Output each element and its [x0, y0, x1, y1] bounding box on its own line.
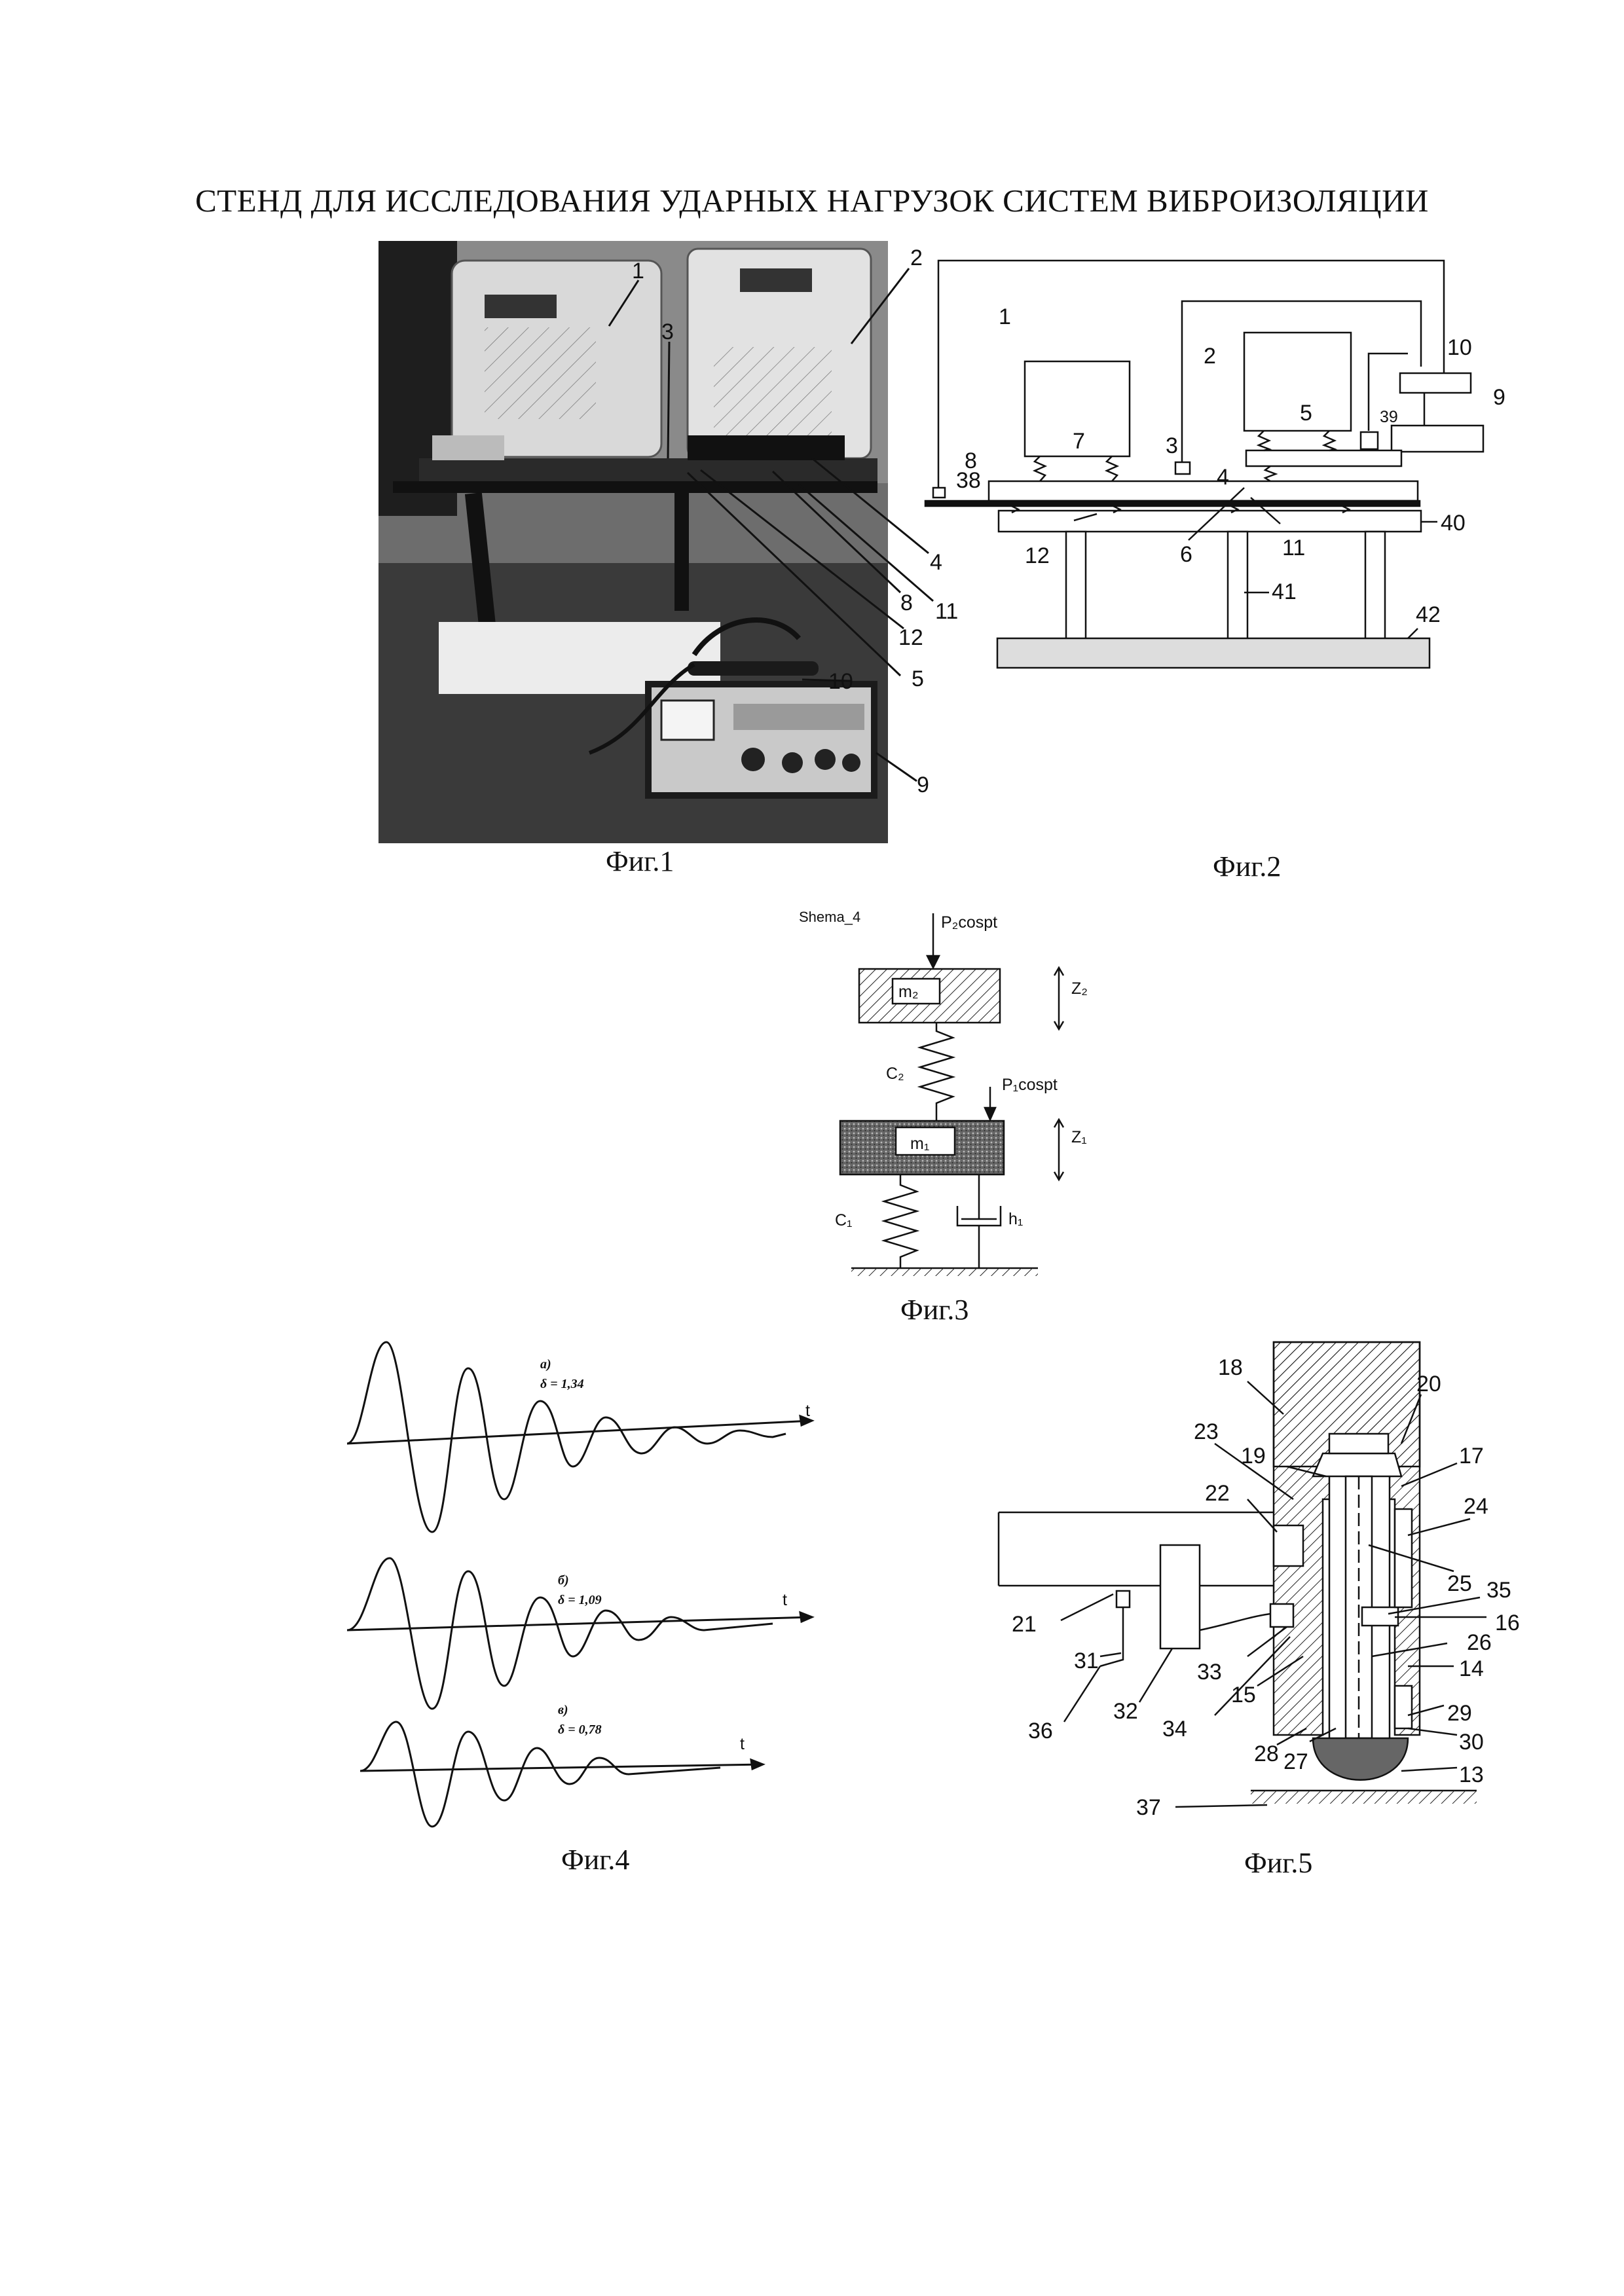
fig2-label: 5 — [1300, 401, 1312, 426]
fig5-label: 14 — [1459, 1656, 1484, 1681]
fig3-scheme — [839, 913, 1065, 1276]
fig5-label: 23 — [1194, 1419, 1219, 1444]
fig2-label: 38 — [956, 468, 981, 493]
fig2-label: 40 — [1441, 511, 1466, 536]
fig1-label: 2 — [910, 246, 923, 270]
fig1-label: 9 — [917, 773, 929, 797]
fig2-label: 1 — [999, 304, 1011, 329]
fig5-label: 22 — [1205, 1481, 1230, 1506]
fig2-label: 12 — [1025, 543, 1050, 568]
fig1-label: 3 — [661, 319, 674, 344]
fig4-tag-a: а) — [540, 1357, 551, 1372]
fig3-z1: Z₁ — [1071, 1128, 1087, 1146]
fig5-label: 34 — [1162, 1717, 1187, 1741]
fig3-m2: m₂ — [898, 983, 919, 1001]
fig2-label: 2 — [1204, 344, 1216, 369]
fig2-label: 41 — [1272, 579, 1297, 604]
fig2-caption: Фиг.2 — [1213, 850, 1282, 883]
fig1-label: 12 — [898, 625, 923, 650]
fig1-label: 4 — [930, 550, 942, 575]
fig2-label: 10 — [1447, 335, 1472, 360]
fig3-m1: m₁ — [910, 1135, 929, 1153]
fig2-schematic — [924, 259, 1485, 669]
fig5-label: 16 — [1495, 1611, 1520, 1635]
fig4-delta-c: δ = 0,78 — [558, 1722, 602, 1737]
fig2-label: 11 — [1282, 536, 1305, 560]
fig2-label: 39 — [1380, 408, 1398, 426]
fig5-label: 24 — [1464, 1494, 1488, 1519]
fig5-label: 20 — [1416, 1372, 1441, 1396]
fig4-tag-c: в) — [558, 1703, 568, 1717]
fig3-caption: Фиг.3 — [900, 1294, 969, 1326]
fig1-label: 8 — [900, 591, 913, 615]
fig2-label: 9 — [1493, 385, 1505, 410]
fig5-label: 19 — [1241, 1444, 1266, 1468]
fig5-label: 35 — [1486, 1578, 1511, 1603]
fig5-label: 21 — [1012, 1612, 1037, 1637]
fig3-c2: C₂ — [886, 1065, 904, 1083]
fig5-label: 25 — [1447, 1571, 1472, 1596]
fig3-z2: Z₂ — [1071, 979, 1088, 998]
fig4-axis-t: t — [783, 1591, 787, 1609]
fig1-label: 5 — [912, 666, 924, 691]
fig2-label: 7 — [1073, 429, 1085, 454]
fig1-callouts — [608, 268, 934, 782]
fig2-label: 42 — [1416, 602, 1441, 627]
fig4-oscillograms — [346, 1341, 815, 1828]
fig3-c1: C₁ — [835, 1211, 853, 1230]
fig5-label: 32 — [1113, 1699, 1138, 1724]
fig2-label: 3 — [1166, 433, 1178, 458]
fig3-scheme-name: Shema_4 — [799, 909, 860, 925]
fig4-delta-a: δ = 1,34 — [540, 1377, 584, 1391]
fig4-caption: Фиг.4 — [561, 1844, 630, 1876]
fig1-label: 10 — [828, 669, 853, 694]
fig5-label: 29 — [1447, 1701, 1472, 1726]
fig2-label: 4 — [1217, 465, 1229, 490]
fig3-p1: P₁cospt — [1002, 1076, 1058, 1094]
fig5-label: 33 — [1197, 1660, 1222, 1685]
fig2-label: 8 — [965, 448, 977, 473]
trace-b — [346, 1557, 773, 1710]
fig2-label: 6 — [1180, 542, 1192, 567]
fig4-axis-t: t — [805, 1402, 810, 1420]
document-title: СТЕНД ДЛЯ ИССЛЕДОВАНИЯ УДАРНЫХ НАГРУЗОК … — [195, 183, 1429, 219]
fig4-delta-b: δ = 1,09 — [558, 1593, 602, 1607]
fig5-label: 26 — [1467, 1630, 1492, 1655]
fig5-caption: Фиг.5 — [1244, 1847, 1313, 1879]
fig5-label: 15 — [1231, 1683, 1256, 1707]
fig5-section — [997, 1341, 1486, 1808]
fig5-label: 17 — [1459, 1444, 1484, 1468]
fig5-label: 13 — [1459, 1762, 1484, 1787]
fig4-axis-t: t — [740, 1735, 745, 1753]
fig3-h1: h₁ — [1008, 1210, 1023, 1228]
fig5-label: 31 — [1074, 1649, 1099, 1673]
fig1-photo — [378, 241, 888, 843]
fig4-tag-b: б) — [558, 1573, 569, 1588]
fig1-label: 11 — [935, 599, 958, 624]
trace-a — [346, 1341, 786, 1533]
fig5-label: 27 — [1283, 1749, 1308, 1774]
fig3-p2: P₂cospt — [941, 913, 997, 932]
fig5-label: 37 — [1136, 1795, 1161, 1820]
trace-c — [360, 1721, 721, 1828]
fig1-caption: Фиг.1 — [606, 845, 674, 877]
fig1-label: 1 — [632, 259, 644, 283]
fig5-label: 36 — [1028, 1719, 1053, 1743]
fig5-label: 28 — [1254, 1741, 1279, 1766]
fig5-label: 18 — [1218, 1355, 1243, 1380]
fig5-label: 30 — [1459, 1730, 1484, 1755]
